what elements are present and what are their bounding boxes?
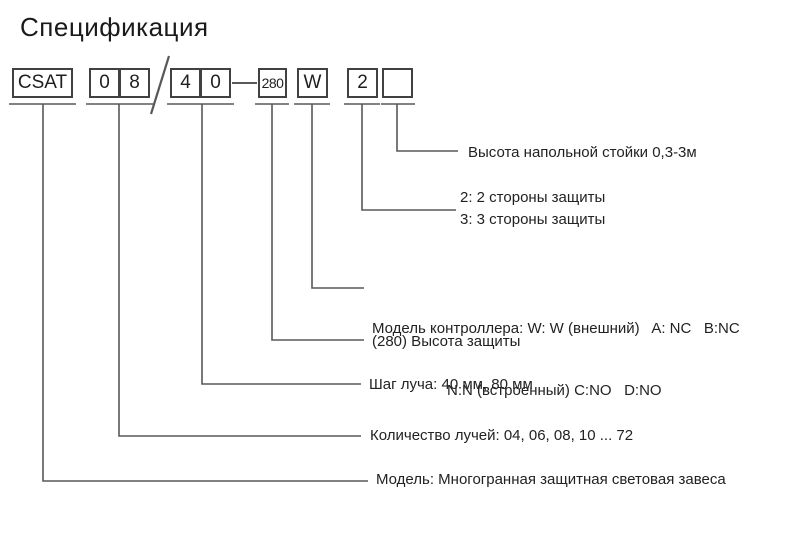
code-box-model-prefix: CSAT — [12, 68, 73, 98]
label-stand-height: Высота напольной стойки 0,3-3м — [468, 144, 697, 161]
connector-controller — [311, 104, 364, 289]
code-box-beam-step-2: 0 — [200, 68, 231, 98]
slash-separator-icon — [149, 55, 171, 115]
code-box-protection-height: 280 — [258, 68, 287, 98]
connector-protection-height — [271, 104, 364, 341]
code-box-label: 2 — [357, 72, 368, 93]
connector-model — [42, 104, 368, 482]
label-beam-count: Количество лучей: 04, 06, 08, 10 ... 72 — [370, 427, 634, 444]
label-protection-height: (280) Высота защиты — [372, 333, 521, 350]
code-box-stand-height-empty — [382, 68, 413, 98]
code-box-label: 8 — [129, 72, 140, 93]
label-controller-line2: N:N (встроенный) C:NO D:NO — [447, 382, 662, 399]
label-model: Модель: Многогранная защитная световая з… — [376, 471, 726, 488]
code-box-sides: 2 — [347, 68, 378, 98]
label-sides-option-3: 3: 3 стороны защиты — [460, 211, 606, 228]
code-box-label: CSAT — [17, 72, 68, 93]
connector-beam-count — [118, 104, 361, 437]
code-box-label: 0 — [99, 72, 110, 93]
connector-sides — [361, 104, 456, 211]
code-box-label: 0 — [210, 72, 221, 93]
connector-beam-step — [201, 104, 361, 385]
label-beam-step: Шаг луча: 40 мм, 80 мм — [369, 376, 533, 393]
connector-stand-height — [396, 104, 458, 152]
code-box-label: 280 — [261, 75, 284, 91]
label-sides-option-2: 2: 2 стороны защиты — [460, 189, 606, 206]
label-controller-model: Модель контроллера: W: W (внешний) A: NC… — [372, 279, 740, 443]
code-box-beam-count-2: 8 — [119, 68, 150, 98]
code-box-controller: W — [297, 68, 328, 98]
label-controller-line1: Модель контроллера: W: W (внешний) A: NC… — [372, 320, 740, 337]
page-title: Спецификация — [20, 12, 209, 42]
code-box-label: 4 — [180, 72, 191, 93]
code-box-label: W — [303, 72, 322, 93]
